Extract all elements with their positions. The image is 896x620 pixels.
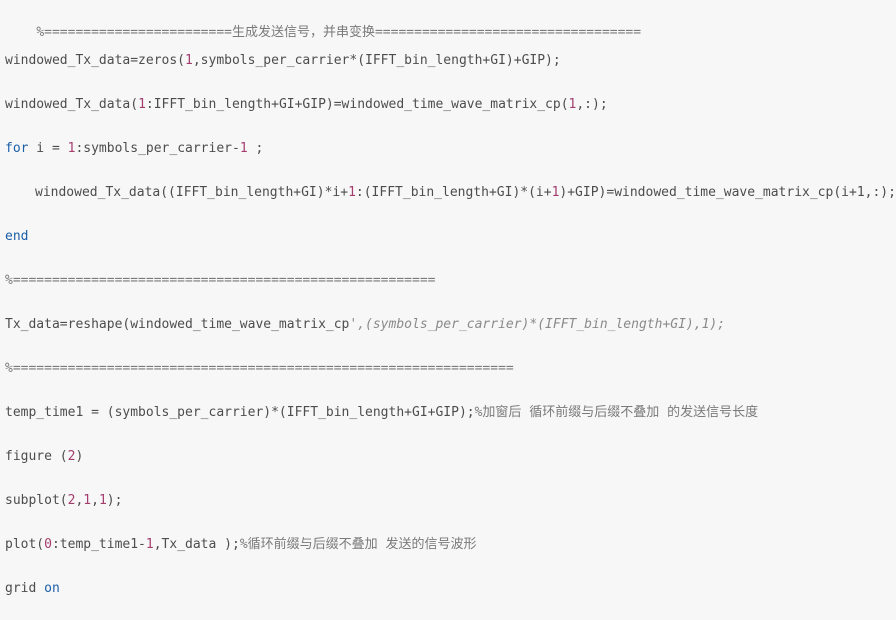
code-text: ); xyxy=(106,493,123,508)
code-line-11: figure (2) xyxy=(5,449,83,465)
code-line-1: %========================生成发送信号，并串变换====… xyxy=(5,9,641,57)
number-literal: 1 xyxy=(67,141,76,156)
code-text: , xyxy=(91,493,99,508)
code-text: )+GIP)=windowed_time_wave_matrix_cp(i+1,… xyxy=(559,185,896,200)
number-literal: 1 xyxy=(568,97,577,112)
code-line-10: temp_time1 = (symbols_per_carrier)*(IFFT… xyxy=(5,405,758,421)
number-literal: 1 xyxy=(239,141,248,156)
code-line-7: %=======================================… xyxy=(5,273,435,289)
code-line-14: grid on xyxy=(5,581,60,597)
code-text: :symbols_per_carrier- xyxy=(75,141,240,156)
code-text: :(IFFT_bin_length+GI)*(i+ xyxy=(355,185,552,200)
code-text: ) xyxy=(75,449,84,464)
code-text: plot( xyxy=(5,537,45,552)
code-text: figure ( xyxy=(5,449,68,464)
number-literal: 1 xyxy=(98,493,107,508)
number-literal: 1 xyxy=(348,185,356,200)
code-text: grid xyxy=(5,581,45,596)
code-text: ; xyxy=(247,141,264,156)
comment-text: %=======================================… xyxy=(5,273,436,288)
comment-text: %=======================================… xyxy=(5,361,514,376)
code-line-6: end xyxy=(5,229,28,245)
number-literal: 1 xyxy=(83,493,92,508)
number-literal: 2 xyxy=(67,493,76,508)
code-text: ,:); xyxy=(576,97,608,112)
code-text: :temp_time1- xyxy=(51,537,146,552)
code-text: i = xyxy=(28,141,68,156)
code-line-13: plot(0:temp_time1-1,Tx_data );%循环前缀与后缀不叠… xyxy=(5,537,476,553)
keyword-end: end xyxy=(5,229,29,244)
code-text: , xyxy=(75,493,84,508)
number-literal: 1 xyxy=(185,53,193,68)
code-text: windowed_Tx_data=zeros( xyxy=(5,53,186,68)
code-text: Tx_data=reshape(windowed_time_wave_matri… xyxy=(5,317,350,332)
code-line-12: subplot(2,1,1); xyxy=(5,493,122,509)
code-text: windowed_Tx_data( xyxy=(5,97,139,112)
comment-text: %========================生成发送信号，并串变换====… xyxy=(36,25,642,40)
code-line-5: windowed_Tx_data((IFFT_bin_length+GI)*i+… xyxy=(35,185,896,201)
code-block: %========================生成发送信号，并串变换====… xyxy=(5,25,896,597)
number-literal: 1 xyxy=(138,97,146,112)
code-text: ,symbols_per_carrier*(IFFT_bin_length+GI… xyxy=(192,53,561,68)
number-literal: 2 xyxy=(67,449,76,464)
code-line-9: %=======================================… xyxy=(5,361,514,377)
code-text: ,Tx_data ); xyxy=(153,537,240,552)
comment-text: %加窗后 循环前缀与后缀不叠加 的发送信号长度 xyxy=(474,405,759,420)
string-literal: ',(symbols_per_carrier)*(IFFT_bin_length… xyxy=(349,317,726,332)
number-literal: 1 xyxy=(551,185,560,200)
keyword-on: on xyxy=(44,581,60,596)
number-literal: 1 xyxy=(145,537,154,552)
code-text: subplot( xyxy=(5,493,68,508)
code-line-8: Tx_data=reshape(windowed_time_wave_matri… xyxy=(5,317,725,333)
comment-text: %循环前缀与后缀不叠加 发送的信号波形 xyxy=(239,537,477,552)
code-text: windowed_Tx_data((IFFT_bin_length+GI)*i+ xyxy=(35,185,349,200)
keyword-for: for xyxy=(5,141,29,156)
number-literal: 0 xyxy=(44,537,52,552)
code-line-4: for i = 1:symbols_per_carrier-1 ; xyxy=(5,141,263,157)
code-line-2: windowed_Tx_data=zeros(1,symbols_per_car… xyxy=(5,53,561,69)
code-text: temp_time1 = (symbols_per_carrier)*(IFFT… xyxy=(5,405,475,420)
code-text: :IFFT_bin_length+GI+GIP)=windowed_time_w… xyxy=(145,97,569,112)
code-line-3: windowed_Tx_data(1:IFFT_bin_length+GI+GI… xyxy=(5,97,608,113)
